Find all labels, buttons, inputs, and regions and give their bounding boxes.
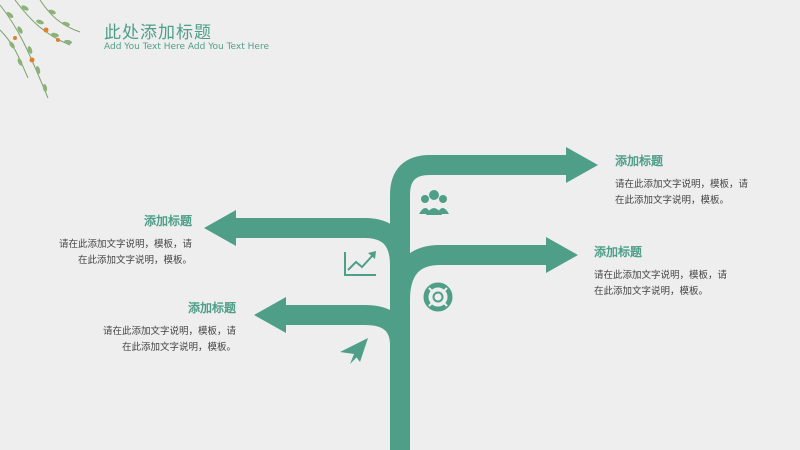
item-desc-line2: 在此添加文字说明，模板。	[121, 342, 236, 353]
item-desc-line1: 请在此添加文字说明，模板，请	[102, 326, 236, 337]
arrowhead-top-right	[566, 147, 598, 183]
item-title: 添加标题	[594, 245, 643, 259]
item-desc-line1: 请在此添加文字说明，模板，请	[594, 270, 728, 281]
item-top-right: 添加标题 请在此添加文字说明，模板，请 在此添加文字说明，模板。	[615, 152, 748, 209]
paper-plane-icon	[340, 338, 368, 364]
item-desc-line1: 请在此添加文字说明，模板，请	[615, 179, 749, 190]
arrowhead-mid-right	[546, 237, 578, 273]
page-title: 此处添加标题	[104, 23, 212, 43]
item-title: 添加标题	[187, 301, 236, 315]
plant-decoration	[0, 0, 81, 99]
branch-top-right	[390, 155, 570, 196]
item-mid-left: 添加标题 请在此添加文字说明，模板，请 在此添加文字说明，模板。	[59, 212, 192, 269]
branch-mid-left	[225, 218, 410, 266]
item-bottom-left: 添加标题 请在此添加文字说明，模板，请 在此添加文字说明，模板。	[103, 299, 236, 356]
branch-mid-right	[390, 245, 550, 301]
team-icon	[419, 190, 449, 215]
item-desc-line2: 在此添加文字说明，模板。	[77, 255, 192, 266]
lifebuoy-icon	[423, 282, 453, 312]
item-title: 添加标题	[615, 154, 664, 168]
item-desc-line1: 请在此添加文字说明，模板，请	[58, 239, 192, 250]
item-desc-line2: 在此添加文字说明，模板。	[615, 195, 730, 206]
item-title: 添加标题	[143, 214, 192, 228]
arrowhead-mid-left	[204, 210, 236, 246]
arrowhead-bottom-left	[254, 297, 286, 333]
chart-icon	[344, 252, 376, 276]
item-mid-right: 添加标题 请在此添加文字说明，模板，请 在此添加文字说明，模板。	[594, 243, 727, 300]
item-desc-line2: 在此添加文字说明，模板。	[594, 286, 709, 297]
branch-bottom-left	[275, 305, 410, 346]
page-subtitle: Add You Text Here Add You Text Here	[104, 42, 269, 52]
